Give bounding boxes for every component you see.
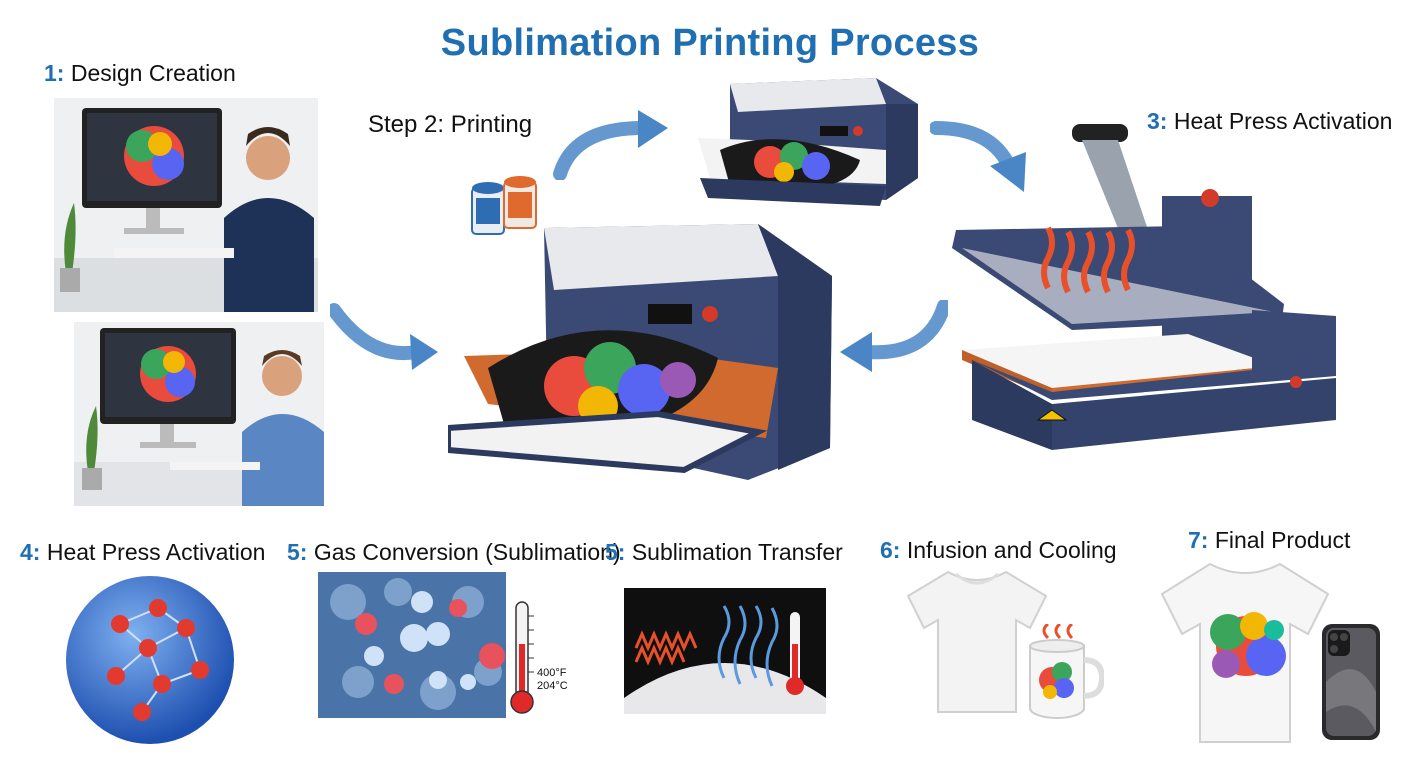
step-6-text: Infusion and Cooling bbox=[906, 537, 1117, 563]
sublimation-transfer-image bbox=[624, 588, 826, 714]
step-1-label: 1: Design Creation bbox=[44, 60, 236, 87]
step-4-label: 4: Heat Press Activation bbox=[20, 539, 265, 566]
temperature-fahrenheit: 400°F bbox=[537, 667, 567, 679]
heat-press bbox=[952, 120, 1340, 452]
step-6-number: 6: bbox=[880, 537, 901, 563]
thermometer-icon bbox=[508, 598, 536, 718]
step-2-label: Step 2: Printing bbox=[368, 111, 533, 138]
step-7-number: 7: bbox=[1188, 527, 1209, 553]
thermometer-icon bbox=[786, 612, 804, 695]
arrow-printer-to-press bbox=[930, 118, 1034, 196]
step-5b-label: 5: Sublimation Transfer bbox=[605, 539, 843, 566]
step-5a-text: Gas Conversion (Sublimation) bbox=[313, 539, 621, 565]
mug-icon bbox=[1028, 624, 1104, 722]
step-1-number: 1: bbox=[44, 60, 65, 86]
step-6-label: 6: Infusion and Cooling bbox=[880, 537, 1117, 564]
step-5a-number: 5: bbox=[287, 539, 308, 565]
printed-t-shirt-icon bbox=[1156, 556, 1334, 746]
design-creation-photo-1 bbox=[54, 98, 318, 312]
main-printer bbox=[448, 218, 844, 488]
arrow-1-to-2 bbox=[330, 290, 440, 380]
arrow-2-to-printer bbox=[552, 104, 670, 180]
arrow-press-to-printer bbox=[838, 300, 948, 380]
step-7-label: 7: Final Product bbox=[1188, 527, 1350, 554]
page-title: Sublimation Printing Process bbox=[440, 22, 980, 64]
step-4-text: Heat Press Activation bbox=[46, 539, 266, 565]
design-creation-photo-2 bbox=[74, 322, 324, 506]
phone-icon bbox=[1320, 622, 1382, 742]
molecule-icon bbox=[62, 572, 238, 748]
step-3-number: 3: bbox=[1147, 108, 1168, 134]
temperature-celsius: 204°C bbox=[537, 680, 568, 692]
step-5b-text: Sublimation Transfer bbox=[631, 539, 843, 565]
step-5a-label: 5: Gas Conversion (Sublimation) bbox=[287, 539, 621, 566]
small-printer bbox=[690, 74, 922, 216]
t-shirt-icon bbox=[904, 566, 1050, 716]
step-4-number: 4: bbox=[20, 539, 41, 565]
ink-cartridge-icon bbox=[468, 174, 544, 240]
step-1-text: Design Creation bbox=[70, 60, 236, 86]
printer-icon bbox=[448, 224, 832, 480]
thermometer-readout: 400°F 204°C bbox=[537, 667, 568, 693]
step-5b-number: 5: bbox=[605, 539, 626, 565]
heat-waves-icon bbox=[1041, 226, 1135, 294]
step-7-text: Final Product bbox=[1214, 527, 1351, 553]
gas-conversion-image bbox=[318, 572, 506, 718]
step-3-label: 3: Heat Press Activation bbox=[1147, 108, 1392, 135]
printer-icon bbox=[698, 78, 918, 206]
step-3-text: Heat Press Activation bbox=[1173, 108, 1393, 134]
heat-press-icon bbox=[952, 124, 1336, 450]
